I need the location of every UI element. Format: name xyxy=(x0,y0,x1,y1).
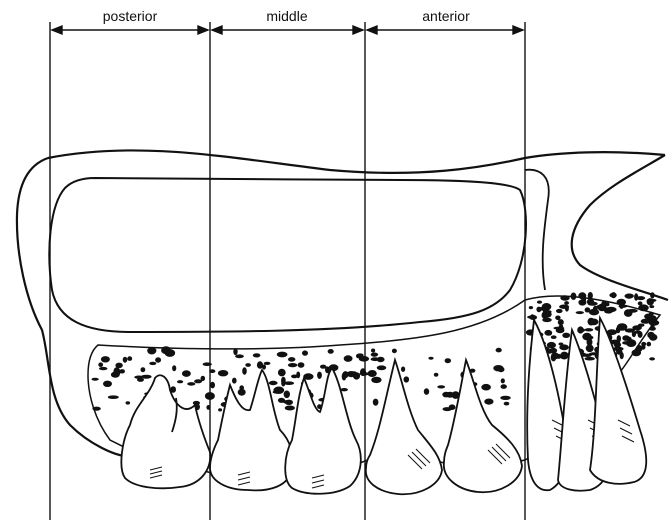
anterior-wall xyxy=(525,170,549,290)
region-label-anterior: anterior xyxy=(422,8,470,24)
dimension-arrows xyxy=(52,26,523,34)
sinus-cavity xyxy=(49,178,526,332)
region-label-middle: middle xyxy=(266,8,307,24)
region-label-posterior: posterior xyxy=(103,8,158,24)
